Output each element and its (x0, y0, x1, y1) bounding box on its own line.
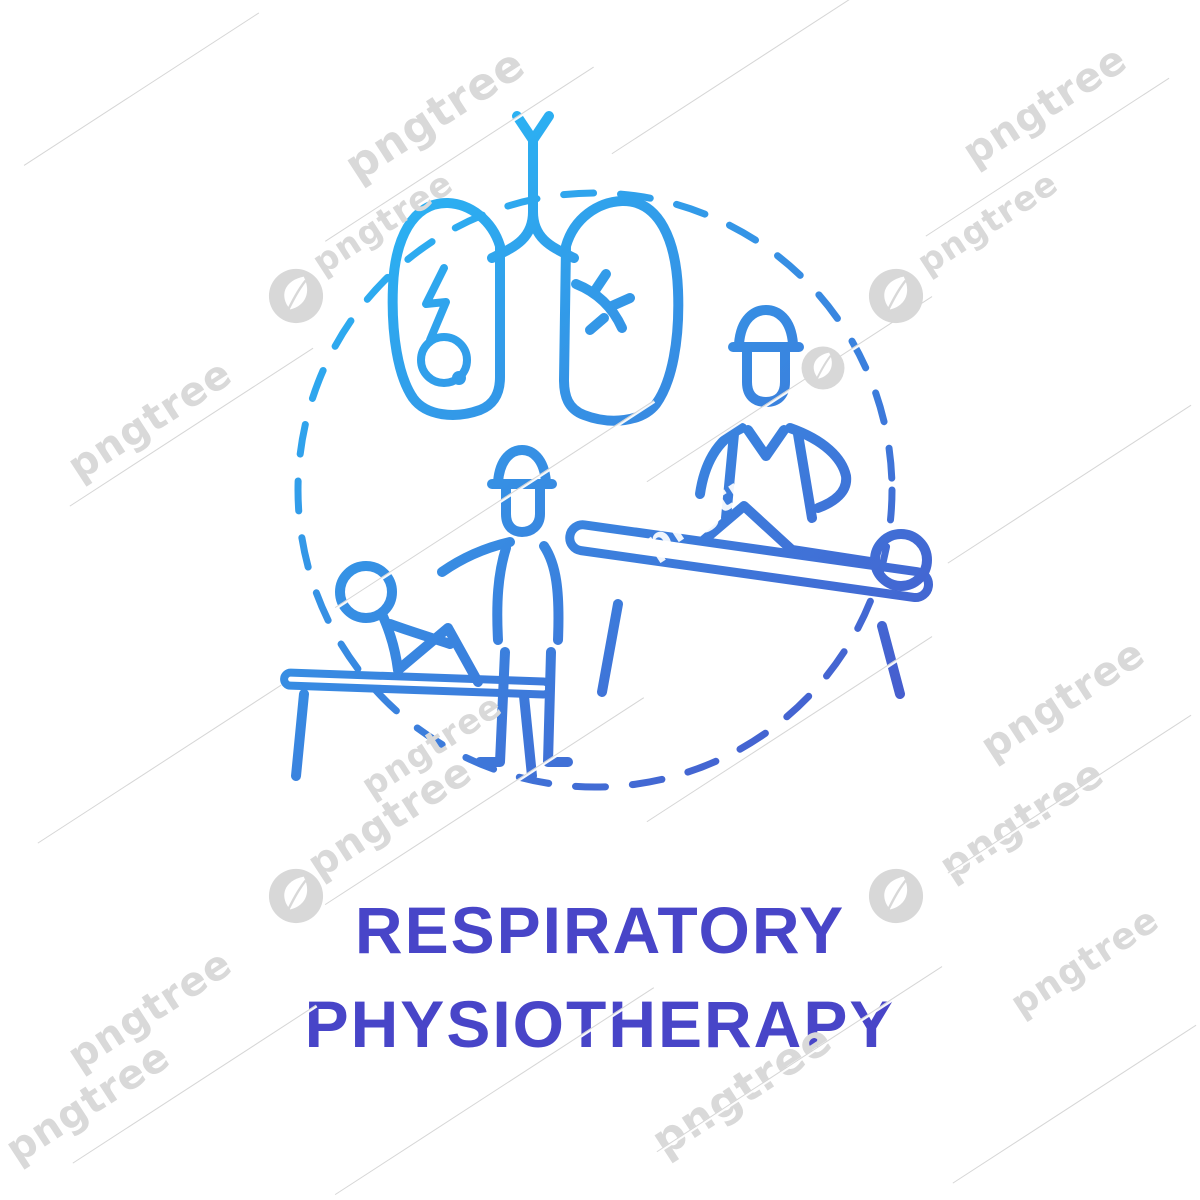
seated-patient-bent-legs (393, 623, 483, 687)
therapist-cap-icon (734, 305, 798, 349)
title-line-2: PHYSIOTHERAPY (304, 987, 896, 1061)
bronchial-branch-3 (585, 313, 609, 335)
patient-head (870, 529, 932, 591)
assistant-cap-icon (493, 445, 551, 487)
gauge-dot (452, 371, 466, 385)
assistant-head (501, 483, 545, 537)
assistant-torso-right (539, 541, 564, 645)
bench-top (280, 668, 554, 699)
therapist-collar (743, 425, 789, 461)
bronchial-branch-2 (607, 293, 635, 311)
trachea-opening (512, 111, 554, 145)
assistant-right-leg (543, 647, 573, 767)
seated-patient-arm (385, 619, 455, 649)
title-line-1: RESPIRATORY (354, 893, 846, 967)
bronchial-branch-1 (589, 269, 611, 297)
table-leg-right (877, 621, 905, 699)
therapist-head (742, 347, 790, 407)
assistant-torso-left (492, 543, 511, 645)
patient-body-bent-knees (699, 501, 875, 567)
therapist-torso-right (793, 429, 817, 523)
gauge-circle (417, 333, 471, 387)
table-leg-left (597, 599, 623, 697)
pulse-bolt-icon (422, 264, 450, 344)
assistant-left-leg (475, 647, 510, 767)
therapist-torso-left (721, 429, 739, 523)
right-lung (559, 195, 684, 426)
bronchial-branch-main (571, 279, 627, 333)
bench-leg-left (291, 689, 309, 781)
bench-leg-right (519, 691, 537, 781)
lungs-icon (387, 111, 684, 426)
table-therapy-scene (565, 305, 933, 699)
